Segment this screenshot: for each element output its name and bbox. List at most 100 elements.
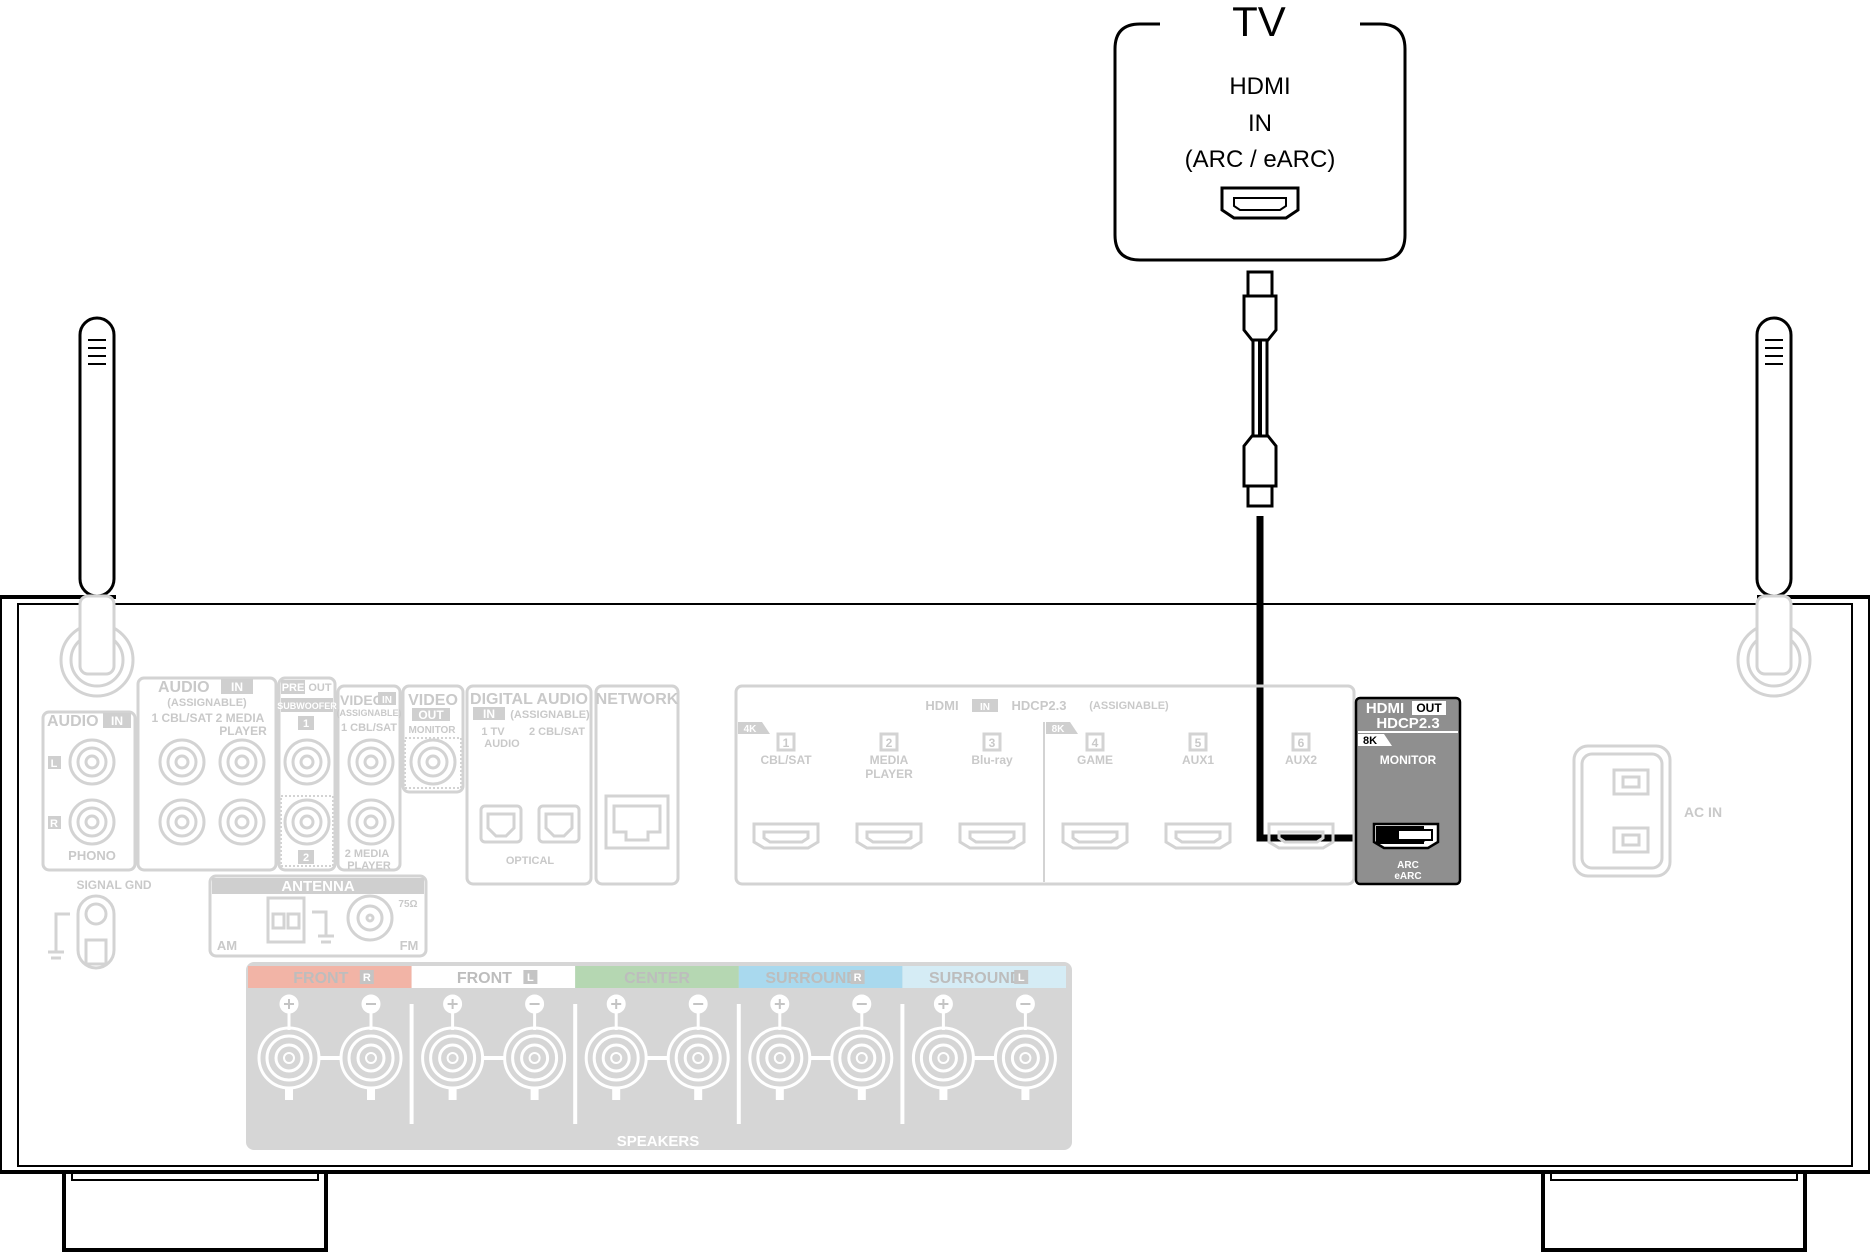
rca-jack-icon <box>218 738 266 786</box>
speaker-terminal-plus <box>421 994 485 1100</box>
speaker-group-name: SURROUND <box>765 970 857 987</box>
hdmi-input-name: AUX1 <box>1182 753 1214 767</box>
pre-out-out: OUT <box>308 682 332 694</box>
tv-port-label-2: IN <box>1248 110 1272 137</box>
hdmi-input-number: 5 <box>1195 736 1202 750</box>
antenna-mount-left <box>59 594 135 698</box>
audio-in-assign-in2b: PLAYER <box>219 724 267 738</box>
hdmi-input-name: CBL/SAT <box>760 753 812 767</box>
ethernet-port-icon <box>604 794 670 850</box>
hdmi-out-arc: ARC <box>1397 860 1419 871</box>
audio-in-phono-l: L <box>51 758 58 770</box>
speaker-group-front-r: FRONT R <box>248 966 412 1100</box>
tv-box: TV HDMI IN (ARC / eARC) <box>1113 0 1407 262</box>
digital-audio-sub: (ASSIGNABLE) <box>510 709 590 721</box>
tv-hdmi-port <box>1220 186 1300 220</box>
antenna-panel: ANTENNA AM 75Ω FM <box>208 874 428 958</box>
speakers-title: SPEAKERS <box>617 1133 700 1150</box>
hdmi-input-number-box <box>1085 732 1105 752</box>
audio-in-phono-title: AUDIO <box>47 713 99 730</box>
hdmi-out-8k-badge: 8K <box>1363 735 1377 747</box>
pre-out-panel: PRE OUT SUBWOOFER 1 2 <box>277 676 337 872</box>
rca-jack-icon <box>347 798 395 846</box>
speaker-side: L <box>527 972 534 984</box>
audio-in-phono-r: R <box>50 818 58 830</box>
rca-jack-icon <box>158 738 206 786</box>
hdmi-port-icon <box>958 822 1026 850</box>
hdmi-input-number: 2 <box>886 736 893 750</box>
antenna-title: ANTENNA <box>281 878 354 895</box>
hdmi-input-number: 4 <box>1092 736 1099 750</box>
rca-jack-icon <box>283 738 331 786</box>
hdmi-input-number-box <box>879 732 899 752</box>
pre-out-n1: 1 <box>303 718 309 730</box>
video-in-in2b: PLAYER <box>347 860 391 872</box>
antenna-ohm: 75Ω <box>398 899 417 910</box>
digital-audio-in2: 2 CBL/SAT <box>529 726 585 738</box>
rca-jack-icon <box>68 798 116 846</box>
video-in-in2a: 2 MEDIA <box>345 848 390 860</box>
pre-out-n2: 2 <box>303 852 309 864</box>
speaker-side-badge <box>850 970 865 984</box>
signal-gnd: SIGNAL GND <box>48 878 152 970</box>
hdmi-plug <box>1376 826 1433 844</box>
rca-jack-icon <box>409 738 457 786</box>
hdmi-out-earc: eARC <box>1394 871 1421 882</box>
hdmi-input-number-box <box>1291 732 1311 752</box>
hdmi-input-name-line2: PLAYER <box>865 767 913 781</box>
hdmi-input-name: GAME <box>1077 753 1113 767</box>
speaker-group-name: FRONT <box>293 970 348 987</box>
digital-audio-title: DIGITAL AUDIO <box>470 691 588 708</box>
speaker-side: R <box>363 972 371 984</box>
hdmi-in-assign: (ASSIGNABLE) <box>1089 700 1169 712</box>
speaker-side-badge <box>359 970 374 984</box>
rca-jack-icon <box>158 798 206 846</box>
hdmi-in-4k-badge: 4K <box>744 724 758 735</box>
hdmi-out-panel: HDMI OUT HDCP2.3 8K MONITOR ARC eARC <box>1354 696 1462 886</box>
hdmi-out-hdcp: HDCP2.3 <box>1376 715 1439 732</box>
pre-out-pre: PRE <box>282 682 305 694</box>
am-terminal-icon <box>266 896 334 944</box>
audio-in-assignable-panel: AUDIO IN (ASSIGNABLE) 1 CBL/SAT 2 MEDIA … <box>136 676 278 872</box>
hdmi-input-number-box <box>776 732 796 752</box>
audio-in-assign-tag: IN <box>231 680 243 694</box>
hdmi-input-name: AUX2 <box>1285 753 1317 767</box>
speaker-side: R <box>854 972 862 984</box>
tv-port-label-3: (ARC / eARC) <box>1185 146 1336 173</box>
audio-in-assign-title: AUDIO <box>158 679 210 696</box>
antenna-am: AM <box>217 938 237 953</box>
audio-in-phono-panel: AUDIO IN L R PHONO <box>41 710 137 872</box>
audio-in-phono-tag: IN <box>111 714 123 728</box>
rca-jack-icon <box>347 738 395 786</box>
speaker-group-center-c: CENTER <box>573 966 739 1124</box>
rca-jack-icon <box>218 798 266 846</box>
digital-audio-in1a: 1 TV <box>481 726 505 738</box>
video-out-name: MONITOR <box>408 725 456 736</box>
speaker-group-header <box>575 966 739 988</box>
hdmi-port-icon <box>1164 822 1232 850</box>
speaker-group-name: FRONT <box>457 970 512 987</box>
speaker-terminal-minus <box>993 994 1057 1100</box>
antenna-mount-right <box>1736 594 1812 698</box>
ac-in-label: AC IN <box>1684 804 1722 820</box>
video-out-tag: OUT <box>418 708 444 722</box>
hdmi-in-tag: IN <box>980 702 990 713</box>
hdmi-input-number: 3 <box>989 736 996 750</box>
hdmi-input-number-box <box>982 732 1002 752</box>
antenna-right <box>1755 316 1793 598</box>
hdmi-port-icon <box>1061 822 1129 850</box>
hdmi-input-number: 6 <box>1298 736 1305 750</box>
hdmi-out-title: HDMI <box>1366 700 1404 717</box>
network-title: NETWORK <box>596 691 679 708</box>
tv-title: TV <box>1232 0 1286 45</box>
speaker-group-name: CENTER <box>624 970 690 987</box>
video-out-title: VIDEO <box>408 692 458 709</box>
video-in-in1: 1 CBL/SAT <box>341 722 397 734</box>
digital-audio-tag: IN <box>483 707 495 721</box>
